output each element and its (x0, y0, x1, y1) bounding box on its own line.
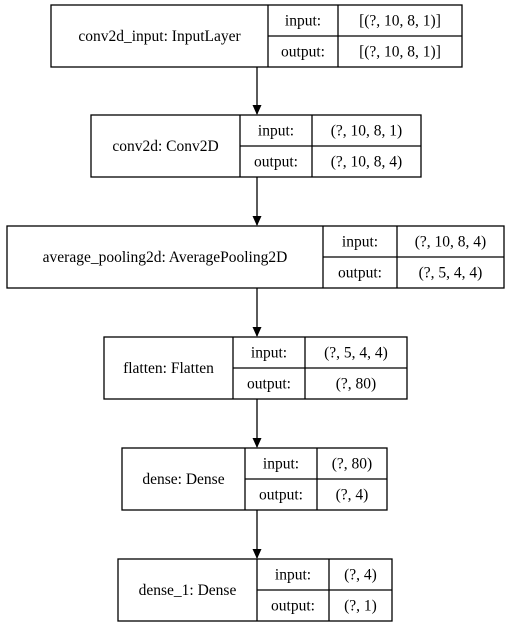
output-shape: (?, 5, 4, 4) (419, 265, 483, 282)
output-caption: output: (281, 44, 325, 61)
input-caption: input: (263, 456, 299, 473)
layer-name: dense_1: Dense (139, 582, 237, 599)
output-caption: output: (271, 598, 315, 615)
input-shape: (?, 10, 8, 1) (331, 123, 402, 140)
input-caption: input: (258, 123, 294, 140)
input-shape: (?, 5, 4, 4) (324, 345, 388, 362)
layer-name: conv2d_input: InputLayer (78, 28, 241, 45)
layer-node: conv2d: Conv2D input: output: (?, 10, 8, 1)… (90, 114, 422, 178)
layer-node: average_pooling2d: AveragePooling2D input… (6, 225, 505, 289)
layer-node: dense_1: Dense input: output: (?, 4) (?, 1) (117, 558, 393, 622)
input-caption: input: (275, 567, 311, 584)
output-shape: (?, 1) (344, 598, 377, 615)
output-shape: (?, 10, 8, 4) (331, 154, 402, 171)
output-caption: output: (338, 265, 382, 282)
output-caption: output: (259, 487, 303, 504)
layer-name: dense: Dense (142, 471, 224, 488)
output-shape: (?, 4) (336, 487, 369, 504)
layer-name: average_pooling2d: AveragePooling2D (43, 249, 288, 266)
layer-node: dense: Dense input: output: (?, 80) (?, 4) (121, 447, 388, 511)
layer-name: conv2d: Conv2D (112, 138, 218, 155)
input-shape: (?, 80) (332, 456, 372, 473)
output-shape: [(?, 10, 8, 1)] (359, 44, 441, 61)
output-caption: output: (247, 376, 291, 393)
input-shape: (?, 4) (344, 567, 377, 584)
output-shape: (?, 80) (336, 376, 376, 393)
input-caption: input: (251, 345, 287, 362)
layer-node: flatten: Flatten input: output: (?, 5, 4, 4… (103, 336, 408, 400)
input-caption: input: (342, 234, 378, 251)
nodes-group: conv2d_input: InputLayer input: output: [(?… (6, 4, 505, 622)
layer-name: flatten: Flatten (123, 360, 214, 377)
output-caption: output: (254, 154, 298, 171)
input-caption: input: (285, 13, 321, 30)
input-shape: [(?, 10, 8, 1)] (359, 13, 441, 30)
input-shape: (?, 10, 8, 4) (415, 234, 486, 251)
layer-node: conv2d_input: InputLayer input: output: [(?… (50, 4, 463, 68)
